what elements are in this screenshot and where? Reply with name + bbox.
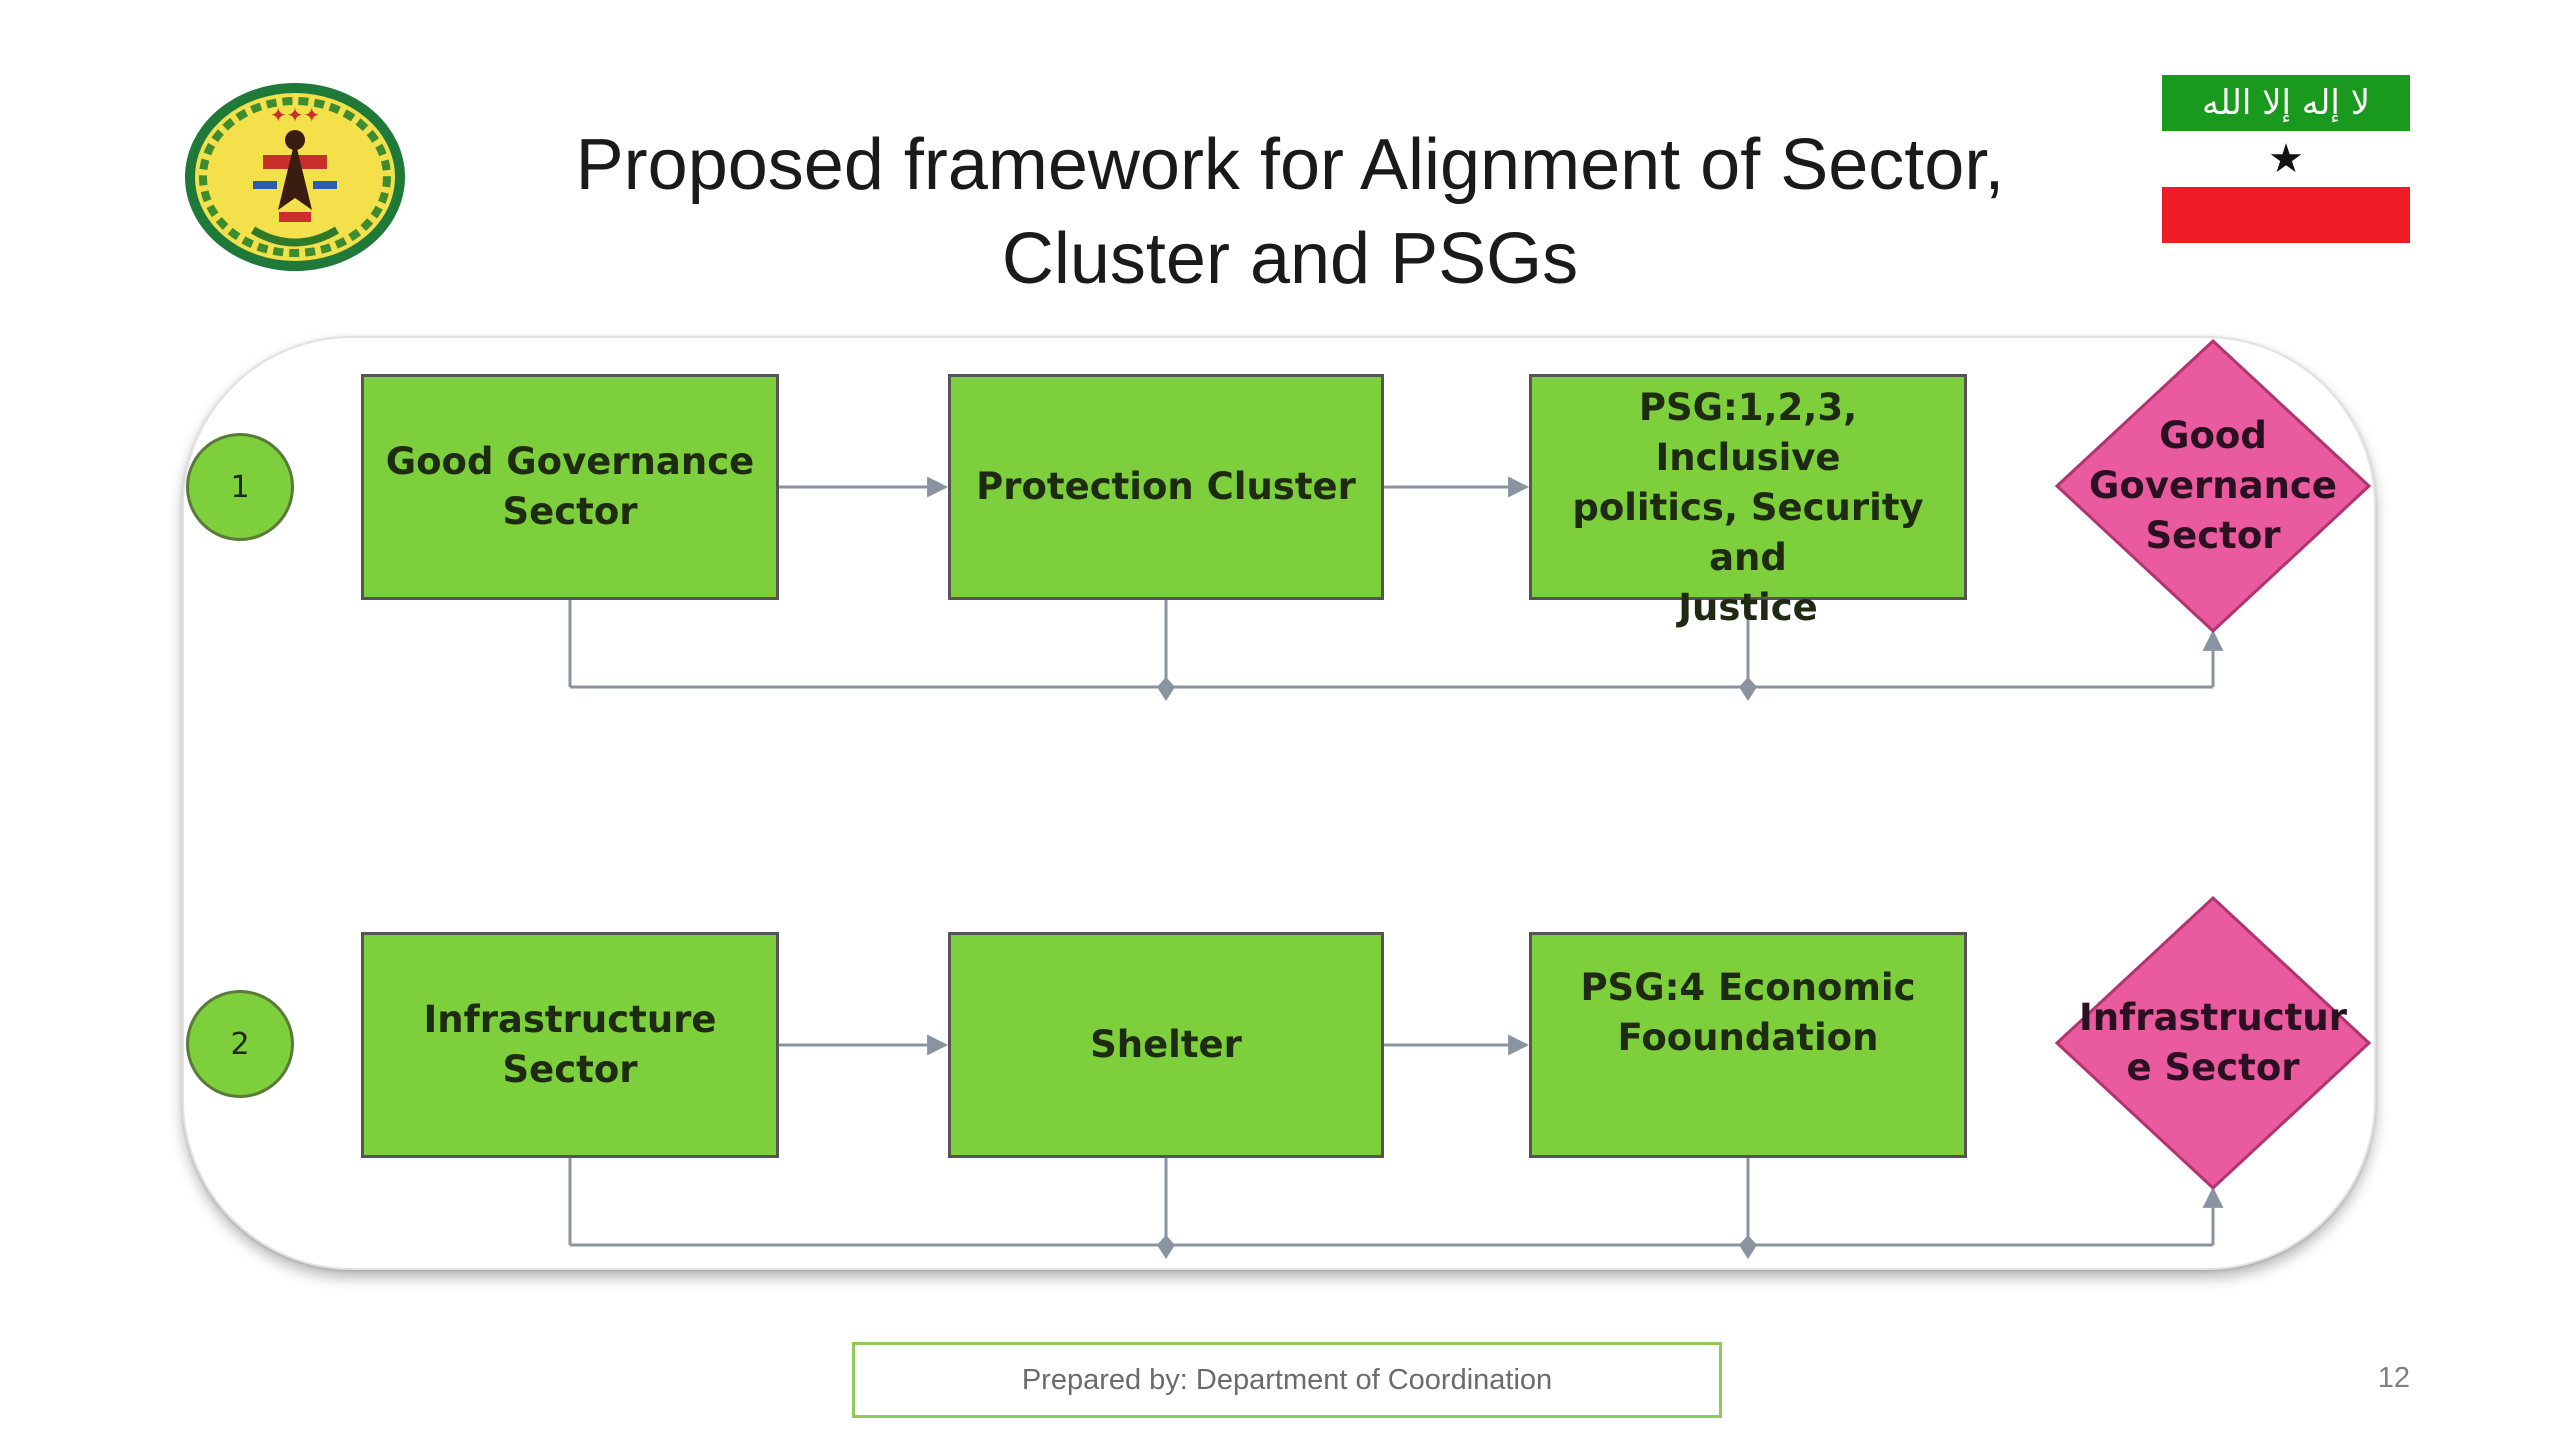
- row-1-sector-line-2: Sector: [502, 490, 638, 533]
- flag-red-band: [2162, 187, 2410, 243]
- row-1-cluster-line-1: Protection Cluster: [976, 465, 1356, 508]
- row-2-psg-line-2: Fooundation: [1617, 1016, 1879, 1059]
- row-1-number-badge: 1: [186, 433, 294, 541]
- flag-green-band: لا إله إلا الله محمد رسول الله: [2162, 75, 2410, 179]
- row-1-sector-box: Good Governance Sector: [361, 374, 779, 600]
- slide-title: Proposed framework for Alignment of Sect…: [470, 118, 2110, 306]
- row-1-psg-line-2: politics, Security and: [1572, 486, 1924, 579]
- row-2-psg-line-1: PSG:4 Economic: [1580, 966, 1916, 1009]
- row-1-number: 1: [230, 469, 250, 505]
- page-number: 12: [2377, 1362, 2410, 1394]
- row-2-result-diamond: [2054, 895, 2372, 1191]
- row-2-cluster-box: Shelter: [948, 932, 1384, 1158]
- row-1-junction-psg: [1739, 677, 1757, 701]
- coat-of-arms-emblem-icon: ✦✦✦: [185, 83, 405, 271]
- row-2-junction-psg: [1739, 1235, 1757, 1259]
- slide-title-line-1: Proposed framework for Alignment of Sect…: [575, 125, 2005, 205]
- flag-script: لا إله إلا الله محمد رسول الله: [2168, 83, 2404, 179]
- footer-prepared-by: Prepared by: Department of Coordination: [852, 1342, 1722, 1418]
- flag-star-icon: ★: [2268, 136, 2304, 182]
- row-2-result-label: Infrastructur e Sector: [2054, 895, 2372, 1191]
- slide-title-line-2: Cluster and PSGs: [1001, 219, 1579, 299]
- row-1-psg-box: PSG:1,2,3, Inclusive politics, Security …: [1529, 374, 1967, 629]
- row-1-result-label: Good Governance Sector: [2054, 338, 2372, 634]
- row-1-psg-line-3: Justice: [1678, 586, 1818, 629]
- row-2-sector-line-2: Sector: [502, 1048, 638, 1091]
- row-2-junction-cluster: [1157, 1235, 1175, 1259]
- row-1-result-line-2: Governance: [2089, 464, 2337, 507]
- row-1-psg-line-1: PSG:1,2,3, Inclusive: [1638, 386, 1858, 479]
- row-2-cluster-line-1: Shelter: [1090, 1023, 1242, 1066]
- row-1-result-diamond: [2054, 338, 2372, 634]
- row-1-result-line-1: Good: [2159, 414, 2267, 457]
- row-2-sector-line-1: Infrastructure: [423, 998, 717, 1041]
- row-2-result-line-2: e Sector: [2126, 1046, 2300, 1089]
- flag-icon: لا إله إلا الله محمد رسول الله ★: [2162, 75, 2410, 243]
- row-2-result-line-1: Infrastructur: [2079, 996, 2347, 1039]
- row-1-sector-line-1: Good Governance: [385, 440, 755, 483]
- row-2-number: 2: [230, 1026, 250, 1062]
- row-2-sector-box: Infrastructure Sector: [361, 932, 779, 1158]
- svg-text:✦✦✦: ✦✦✦: [270, 103, 320, 127]
- row-1-junction-cluster: [1157, 677, 1175, 701]
- row-2-number-badge: 2: [186, 990, 294, 1098]
- row-1-result-line-3: Sector: [2145, 514, 2281, 557]
- row-2-psg-box: PSG:4 Economic Fooundation: [1529, 932, 1967, 1158]
- row-1-cluster-box: Protection Cluster: [948, 374, 1384, 600]
